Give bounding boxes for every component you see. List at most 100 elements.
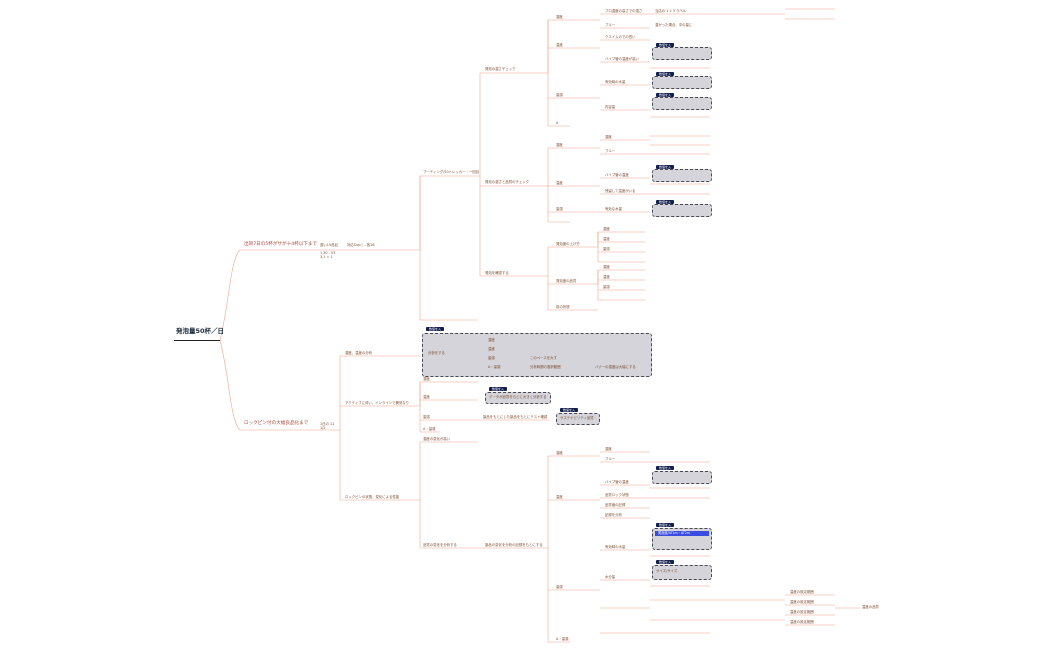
right-note-0[interactable]: 温度の設定範囲 <box>790 590 814 594</box>
group-b2-item-2[interactable]: 量感 <box>423 415 430 419</box>
branch-a-s1[interactable]: 対応Cup○ - 各16 <box>347 243 375 247</box>
group-a2-item-0-child-0[interactable]: 濃度 <box>605 135 612 139</box>
right-note-3[interactable]: 温度の設定範囲 <box>790 620 814 624</box>
branch-a-label[interactable]: 出目7日の5杯がサが十4杯以下まで <box>244 242 318 247</box>
group-b4-label[interactable]: ロックピンの状態、変化による性能 <box>345 495 400 499</box>
highlight-box[interactable] <box>485 392 551 404</box>
analysis-box-item-1[interactable]: 温度 <box>488 347 495 351</box>
group-b1-label[interactable]: 濃度、温度の分析 <box>345 351 373 355</box>
analysis-box-note-1[interactable]: 分析時間の選択範囲 <box>530 365 561 369</box>
blue-highlight-0[interactable]: 発泡度/AT1m・AT2m <box>655 531 709 536</box>
group-a1-item-2[interactable]: 量感 <box>556 93 563 97</box>
group-a1-item-2-child-0[interactable]: 有効時の水量 <box>605 80 626 84</box>
lower-item-0-child-1[interactable]: プルー <box>605 457 616 461</box>
group-b4-sub[interactable]: 品質の変化を分析する <box>423 543 457 547</box>
lower-item-0[interactable]: 濃度 <box>556 451 563 455</box>
analysis-box-item-0[interactable]: 濃度 <box>488 338 495 342</box>
lower-item-3[interactable]: A・量感 <box>556 637 569 641</box>
group-a3-item-0-child-0[interactable]: 濃度 <box>603 227 610 231</box>
group-a1-item-0-child-1[interactable]: プルー <box>605 23 616 27</box>
lower-item-1-child-2[interactable]: 品質値の記録 <box>605 503 626 507</box>
highlight-tag: 数値を入 <box>426 327 445 331</box>
group-a3-item-1-child-0[interactable]: 濃度 <box>603 265 610 269</box>
group-a2-item-2-child-0[interactable]: 有効な水量 <box>605 207 622 211</box>
group-a1-label[interactable]: 発泡の濃さチェック <box>485 67 516 71</box>
lower-item-2-child-0[interactable]: 有効時の水量 <box>605 545 626 549</box>
analysis-box-item-3[interactable]: A・量感 <box>488 365 501 369</box>
lower-item-1-child-1[interactable]: 品質ロック状態 <box>605 493 629 497</box>
highlight-tag: 数値を入 <box>656 560 675 564</box>
highlight-box[interactable] <box>652 471 712 484</box>
highlight-tag: 数値を入 <box>656 165 675 169</box>
branch-a-leaf[interactable]: ブーティング/50トレッカー・一回目 <box>423 170 480 174</box>
group-a2-item-1-child-1[interactable]: 残留して温度がいる <box>605 189 636 193</box>
group-a3-item-1-child-1[interactable]: 温度 <box>603 275 610 279</box>
branch-a-cond-sub: 1,30 - 03 3,1 = 1 <box>320 251 336 259</box>
root-node[interactable]: 発泡量50杯／日 <box>176 327 225 335</box>
group-a1-item-1-child-1[interactable]: バイプ管の温度が高い <box>605 57 639 61</box>
group-a3-item-1[interactable]: 発泡度の品質 <box>556 279 577 283</box>
highlight-box[interactable] <box>652 47 712 60</box>
group-b2-note-0[interactable]: データが品質をもとに大きく分析する <box>489 395 547 399</box>
analysis-box-note-0[interactable]: このペースを大す <box>530 356 557 360</box>
group-b2-item-3[interactable]: A・量感 <box>423 427 436 431</box>
right-note-4[interactable]: 温度の品質 <box>862 605 879 609</box>
group-a2-item-0[interactable]: 濃度 <box>556 143 563 147</box>
group-b3-label[interactable]: 濃度の変化が高い <box>423 437 451 441</box>
group-a3-item-2[interactable]: 前の状態 <box>556 305 570 309</box>
group-a1-item-0-note-1[interactable]: 濃かった場合、中の量に <box>655 23 693 27</box>
lower-item-0-child-0[interactable]: 濃度 <box>605 447 612 451</box>
group-a1-item-0-note-0[interactable]: 当店の 1 2 3 ラベル <box>655 9 687 13</box>
group-b2-label[interactable]: アクティブに伴い、インラインで異常なり <box>345 401 410 405</box>
highlight-tag: 数値を入 <box>656 93 675 97</box>
lower-item-2-child-1[interactable]: 水分量 <box>605 575 616 579</box>
lower-item-1-child-3[interactable]: 記録を分析 <box>605 513 622 517</box>
group-b4-sub2[interactable]: 製品の変化を分析の記録をもとにする <box>485 543 543 547</box>
branch-b-label[interactable]: ロックピン付の大幅良品化まで <box>244 421 309 426</box>
highlight-box[interactable] <box>652 76 712 89</box>
lower-item-1-child-0[interactable]: バイプ管の温度 <box>605 480 629 484</box>
analysis-box-note-2[interactable]: バナ一の濃度は大幅にする <box>595 365 636 369</box>
group-a1-item-0[interactable]: 濃度 <box>556 15 563 19</box>
group-a1-item-1-child-0[interactable]: クエイムのでの低い <box>605 35 636 39</box>
analysis-box[interactable] <box>422 333 652 377</box>
group-a3-item-0-child-2[interactable]: 量感 <box>603 247 610 251</box>
lower-item-1[interactable]: 温度 <box>556 495 563 499</box>
group-a2-item-1[interactable]: 温度 <box>556 181 563 185</box>
highlight-tag: 数値を入 <box>656 72 675 76</box>
group-b2-item-0[interactable]: 濃度 <box>423 377 430 381</box>
group-b2-note-1[interactable]: 製品をもとにした製品をもとにテスト確認 <box>483 415 548 419</box>
group-a1-item-2-child-1[interactable]: 内容量 <box>605 105 616 109</box>
highlight-box[interactable] <box>652 169 712 182</box>
group-a3-item-0[interactable]: 発泡度の上げ方 <box>556 242 580 246</box>
group-a3-item-0-child-1[interactable]: 温度 <box>603 237 610 241</box>
branch-b-cond[interactable]: 1日の 11 1/2 <box>320 422 335 430</box>
group-a1-item-1[interactable]: 温度 <box>556 43 563 47</box>
branch-a-cond[interactable]: 遅い15品目 <box>320 243 338 247</box>
group-a2-item-0-child-1[interactable]: プルー <box>605 149 616 153</box>
group-b2-item-1[interactable]: 温度 <box>423 395 430 399</box>
group-a3-label[interactable]: 発泡を確認する <box>485 271 509 275</box>
group-a2-item-2[interactable]: 量感 <box>556 207 563 211</box>
highlight-box[interactable] <box>652 97 712 110</box>
highlight-box[interactable] <box>556 413 600 425</box>
group-a2-label[interactable]: 発泡の濃さと品質のチェック <box>485 180 530 184</box>
highlight-tag: 数値を入 <box>656 523 675 527</box>
analysis-box-label[interactable]: 分析をする <box>428 351 445 355</box>
group-b2-note-2[interactable]: サステナビリティ品質 <box>560 416 594 420</box>
right-note-2[interactable]: 温度の設定範囲 <box>790 610 814 614</box>
highlight-tag: 数値を入 <box>656 43 675 47</box>
blue-highlight-1[interactable]: サイズ/サイズ <box>656 569 678 573</box>
group-a2-item-1-child-0[interactable]: バイプ管の温度 <box>605 173 629 177</box>
analysis-box-item-2[interactable]: 量感 <box>488 356 495 360</box>
lower-item-2[interactable]: 量感 <box>556 585 563 589</box>
group-a1-item-0-child-0[interactable]: プロ濃度の高さでの濃さ <box>605 9 643 13</box>
highlight-box[interactable] <box>652 204 712 217</box>
highlight-tag: 数値を入 <box>489 387 508 391</box>
highlight-box[interactable] <box>652 565 712 580</box>
right-note-1[interactable]: 温度の設定範囲 <box>790 600 814 604</box>
group-a1-item-2-child-2[interactable]: A <box>556 121 559 125</box>
group-a3-item-1-child-2[interactable]: 量感 <box>603 285 610 289</box>
